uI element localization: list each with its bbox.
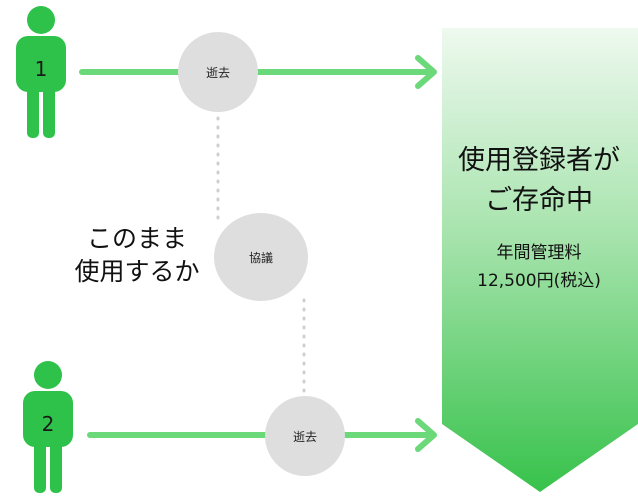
panel-title-line-2: ご存命中 [485,185,593,216]
person-number-2: 2 [41,412,55,436]
event-label-middle: 協議 [248,250,273,265]
event-circle-top: 逝去 [178,32,258,112]
panel-title-line-1: 使用登録者が [458,145,620,176]
person-icon-1 [16,6,66,138]
event-circle-bottom: 逝去 [265,396,345,476]
event-label-top: 逝去 [205,65,230,80]
question-text: このまま 使用するか [57,222,217,288]
panel-fee-value: 12,500円(税込) [477,271,601,291]
event-label-bottom: 逝去 [292,429,317,444]
panel-fee-label: 年間管理料 [496,243,582,263]
event-circle-middle: 協議 [214,213,308,301]
person-number-1: 1 [34,57,48,81]
question-line-1: このまま [86,224,187,253]
timeline-arrow-1 [79,55,437,89]
timeline-arrow-2 [87,418,437,452]
question-line-2: 使用するか [74,257,200,286]
person-icon-2 [23,361,73,493]
status-panel [442,28,638,492]
